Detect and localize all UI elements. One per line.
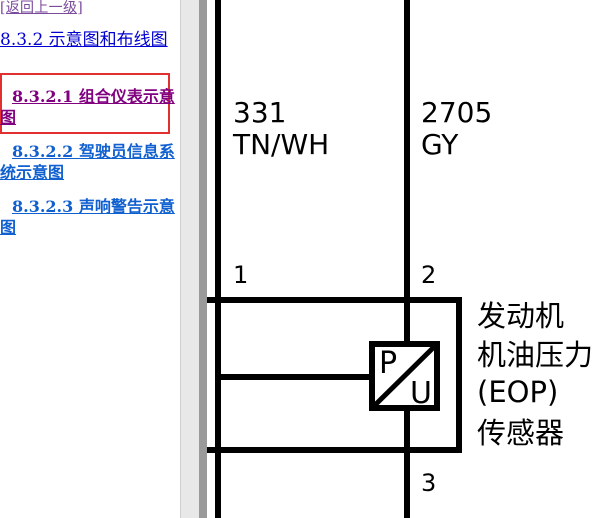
nav-item-audible-warning[interactable]: 8.3.2.3 声响警告示意图 (0, 196, 175, 238)
nav-item-label: 8.3.2.2 驾驶员信息系统示意图 (0, 142, 175, 182)
section-heading-link[interactable]: 8.3.2 示意图和布线图 (0, 30, 168, 50)
wire-2-circuit: 2705 (421, 96, 492, 129)
component-outline (207, 297, 462, 453)
component-name-line4: 传感器 (477, 416, 564, 450)
sensor-symbol-diagonal (370, 342, 439, 410)
frame-divider[interactable] (199, 0, 207, 518)
nav-item-driver-info[interactable]: 8.3.2.2 驾驶员信息系统示意图 (0, 141, 175, 183)
wiring-diagram: P U 331 TN/WH 2705 GY 1 2 3 发动机 机油压力 (EO… (207, 0, 593, 518)
wire-1-color: TN/WH (232, 128, 329, 161)
back-link[interactable]: [返回上一级] (0, 0, 84, 16)
pin-2-label: 2 (421, 261, 436, 289)
navigation-frame: [返回上一级] 8.3.2 示意图和布线图 8.3.2.1 组合仪表示意图 8.… (0, 0, 180, 518)
sensor-symbol-u: U (410, 376, 432, 411)
nav-item-label: 8.3.2.3 声响警告示意图 (0, 197, 175, 237)
wire-2-color: GY (421, 128, 459, 161)
component-name-line1: 发动机 (477, 299, 564, 333)
frame-scrollbar[interactable] (180, 0, 199, 518)
sensor-symbol-p: P (379, 346, 397, 381)
nav-item-label: 8.3.2.1 组合仪表示意图 (0, 87, 175, 127)
pin-1-label: 1 (233, 261, 248, 289)
pin-3-label: 3 (421, 469, 436, 497)
component-name-line2: 机油压力 (477, 338, 593, 372)
component-name-line3: (EOP) (477, 375, 558, 409)
selection-highlight-box (0, 73, 170, 134)
wire-1-circuit: 331 (233, 96, 286, 129)
nav-item-instrument-cluster[interactable]: 8.3.2.1 组合仪表示意图 (0, 86, 175, 128)
